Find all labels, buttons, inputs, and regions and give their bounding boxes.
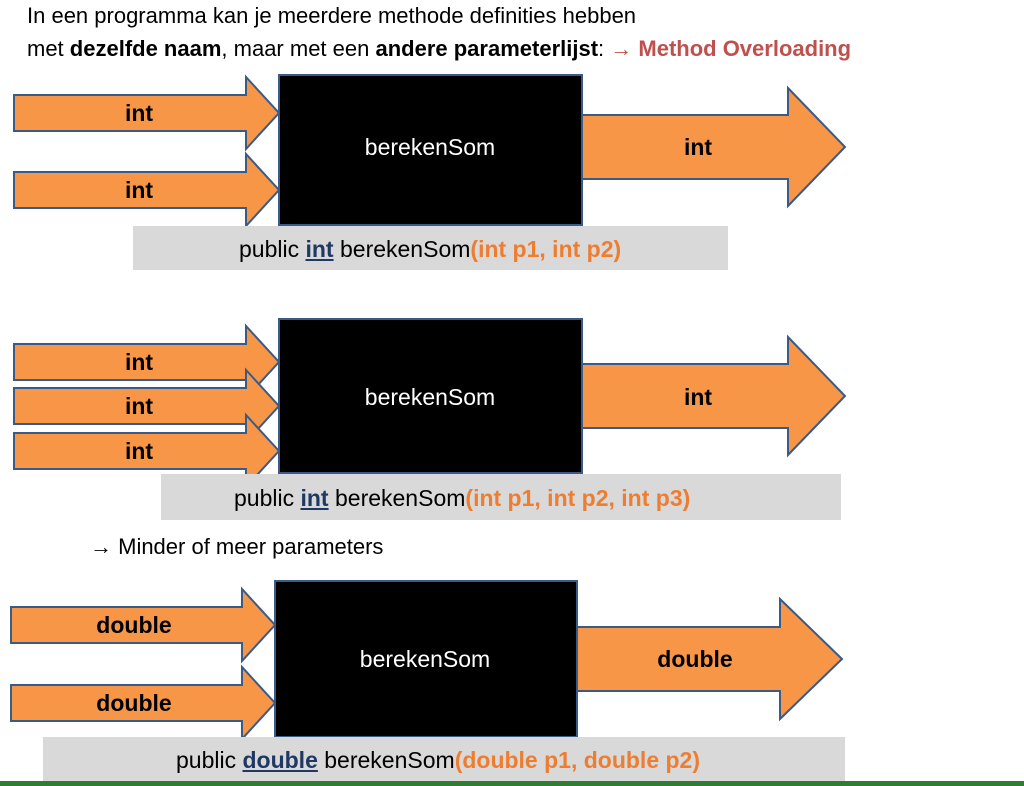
input-arrow [13,74,281,152]
signature-2: public int berekenSom(int p1, int p2, in… [234,483,690,513]
signature-bar-1 [133,226,728,270]
signature-return-type: int [300,485,329,511]
input-arrow [10,586,277,664]
method-overloading-label: → Method Overloading [610,36,852,61]
method-box [274,580,578,738]
input-arrow-label: double [96,612,171,638]
input-arrow-label: int [125,438,153,464]
bottom-rule [0,781,1024,786]
signature-prefix: public [239,236,306,262]
signature-params: (int p1, int p2) [470,236,622,262]
intro-line-2: met dezelfde naam, maar met een andere p… [27,35,851,63]
input-arrow [13,323,281,401]
signature-3: public double berekenSom(double p1, doub… [176,745,700,775]
input-arrow-label: double [96,690,171,716]
signature-bar-3 [43,737,845,781]
method-name: berekenSom [360,646,490,672]
diagram-3: double double berekenSom double [10,580,844,742]
intro-bold-same-name: dezelfde naam [69,36,222,61]
signature-method-name: berekenSom [317,747,455,773]
output-arrow-label: double [657,646,732,672]
signature-return-type: double [242,747,318,773]
intro-text: met [27,36,70,61]
intro-text: , maar met een [221,36,376,61]
input-arrow [13,151,281,229]
output-arrow-label: int [684,384,712,410]
method-name: berekenSom [365,384,495,410]
input-arrow [10,664,277,742]
signature-method-name: berekenSom [328,485,466,511]
intro-line-1: In een programma kan je meerdere methode… [27,3,637,28]
signature-1: public int berekenSom(int p1, int p2) [239,234,621,264]
input-arrow-label: int [125,177,153,203]
method-box [278,318,583,474]
intro-bold-param-list: andere parameterlijst [375,36,599,61]
signature-params: (int p1, int p2, int p3) [465,485,691,511]
fewer-or-more-params-note: → Minder of meer parameters [90,534,384,559]
input-arrow [13,412,281,490]
output-arrow [581,334,847,458]
input-arrow-label: int [125,349,153,375]
method-name: berekenSom [365,134,495,160]
input-arrow-label: int [125,393,153,419]
signature-params: (double p1, double p2) [454,747,701,773]
diagram-1: int int berekenSom int [13,74,847,229]
output-arrow-label: int [684,134,712,160]
input-arrow-label: int [125,100,153,126]
signature-method-name: berekenSom [333,236,471,262]
diagram-2: int int int berekenSom int [13,318,847,490]
signature-prefix: public [176,747,243,773]
signature-return-type: int [305,236,334,262]
output-arrow [581,85,847,209]
signature-prefix: public [234,485,301,511]
input-arrow [13,367,281,445]
signature-bar-2 [161,474,841,520]
output-arrow [576,596,844,722]
method-box [278,74,583,226]
intro-text: : [598,36,611,61]
